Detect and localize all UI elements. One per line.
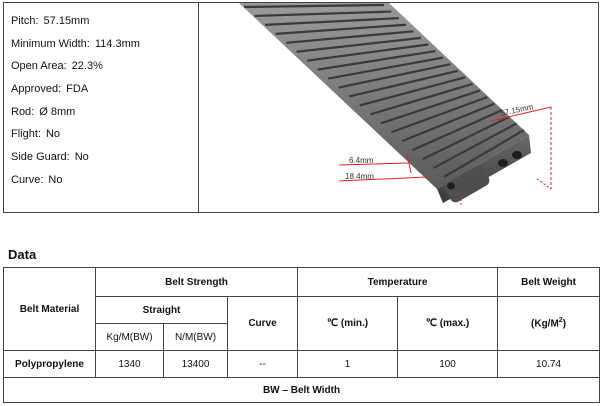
belt-link-slot bbox=[411, 109, 503, 152]
belt-link-slot bbox=[328, 56, 444, 80]
belt-link-slot bbox=[286, 30, 414, 44]
belt-link-slot bbox=[390, 96, 488, 134]
spec-list: Pitch:57.15mm Minimum Width:114.3mm Open… bbox=[11, 14, 140, 196]
cell-material: Polypropylene bbox=[3, 350, 96, 378]
header-temperature: Temperature bbox=[297, 267, 499, 297]
belt-end bbox=[444, 151, 522, 203]
belt-link-slot bbox=[422, 115, 510, 161]
belt-link-slot bbox=[317, 49, 436, 71]
spec-value: 22.3% bbox=[71, 60, 103, 73]
belt-link-slot bbox=[243, 3, 385, 9]
header-kg: Kg/M(BW) bbox=[95, 323, 164, 351]
spec-item-flight: Flight:No bbox=[11, 128, 61, 141]
dimension-lines bbox=[338, 106, 552, 207]
spec-label: Minimum Width bbox=[11, 37, 87, 50]
cell-kg: 1340 bbox=[95, 350, 164, 378]
data-table: Belt Material Belt Strength Temperature … bbox=[2, 267, 600, 403]
header-weight-unit: (Kg/M2) bbox=[497, 296, 600, 351]
section-title: Data bbox=[8, 247, 37, 262]
dim-b-label: 18.4mm bbox=[345, 172, 374, 181]
spec-item-pitch: Pitch:57.15mm bbox=[11, 15, 90, 27]
spec-value: 57.15mm bbox=[43, 15, 90, 27]
belt-link-slot bbox=[432, 122, 518, 170]
header-n: N/M(BW) bbox=[163, 323, 228, 351]
header-straight: Straight bbox=[95, 296, 228, 324]
belt-link-slot bbox=[443, 129, 525, 178]
spec-value: Ø 8mm bbox=[39, 105, 76, 118]
dim-a-label: 6.4mm bbox=[349, 156, 374, 165]
spec-label: Open Area bbox=[11, 60, 64, 73]
header-curve: Curve bbox=[226, 296, 299, 351]
belt-link-slot bbox=[264, 17, 399, 26]
spec-label: Side Guard bbox=[11, 151, 67, 164]
header-belt-material: Belt Material bbox=[3, 267, 96, 351]
spec-value: No bbox=[74, 151, 89, 164]
weight-unit-text: (Kg/M bbox=[531, 318, 559, 330]
belt-link-slot bbox=[380, 89, 481, 125]
spec-item-open-area: Open Area:22.3% bbox=[11, 60, 103, 73]
spec-label: Rod bbox=[11, 105, 32, 118]
dim-pitch-label: 57.15mm bbox=[500, 102, 535, 118]
cell-min: 1 bbox=[297, 350, 399, 378]
weight-unit-sup: 2 bbox=[558, 317, 563, 325]
spec-label: Approved bbox=[11, 83, 59, 96]
spec-item-side-guard: Side Guard:No bbox=[11, 151, 89, 164]
table-row: Polypropylene 1340 13400 -- 1 100 10.74 bbox=[3, 350, 600, 378]
belt-link-slot bbox=[338, 63, 451, 89]
cell-weight: 10.74 bbox=[497, 350, 600, 378]
panel-divider bbox=[198, 3, 199, 212]
spec-value: FDA bbox=[66, 83, 89, 96]
spec-panel: Pitch:57.15mm Minimum Width:114.3mm Open… bbox=[3, 2, 599, 213]
belt-link-slot bbox=[349, 69, 458, 98]
spec-item-approved: Approved:FDA bbox=[11, 83, 89, 96]
spec-value: No bbox=[45, 128, 61, 141]
header-belt-weight: Belt Weight bbox=[497, 267, 600, 297]
cell-curve: -- bbox=[226, 350, 299, 378]
belt-link-slot bbox=[401, 102, 495, 143]
header-belt-strength: Belt Strength bbox=[94, 267, 299, 297]
spec-item-curve: Curve:No bbox=[11, 173, 63, 186]
belt-link-slot bbox=[254, 10, 392, 18]
spec-item-rod: Rod:Ø 8mm bbox=[11, 105, 76, 118]
spec-label: Curve bbox=[11, 173, 41, 186]
belt-link-slot bbox=[370, 82, 473, 116]
header-min: ℃ (min.) bbox=[297, 296, 399, 351]
cell-max: 100 bbox=[397, 350, 499, 378]
spec-label: Flight bbox=[11, 128, 38, 141]
header-max: ℃ (max.) bbox=[397, 296, 499, 351]
belt-link-slot bbox=[359, 76, 466, 107]
belt-links bbox=[243, 3, 525, 178]
cell-n: 13400 bbox=[163, 350, 228, 378]
spec-value: 114.3mm bbox=[94, 37, 140, 50]
spec-item-min-width: Minimum Width:114.3mm bbox=[11, 37, 140, 50]
table-note: BW – Belt Width bbox=[2, 377, 600, 403]
belt-link-slot bbox=[307, 43, 429, 62]
belt-link-slot bbox=[275, 23, 407, 35]
spec-value: No bbox=[48, 173, 63, 186]
spec-label: Pitch bbox=[11, 15, 36, 27]
weight-unit-end: ) bbox=[562, 318, 567, 330]
belt-drawing: 57.15mm 6.4mm 18.4mm bbox=[239, 3, 552, 207]
belt-link-slot bbox=[296, 36, 421, 53]
